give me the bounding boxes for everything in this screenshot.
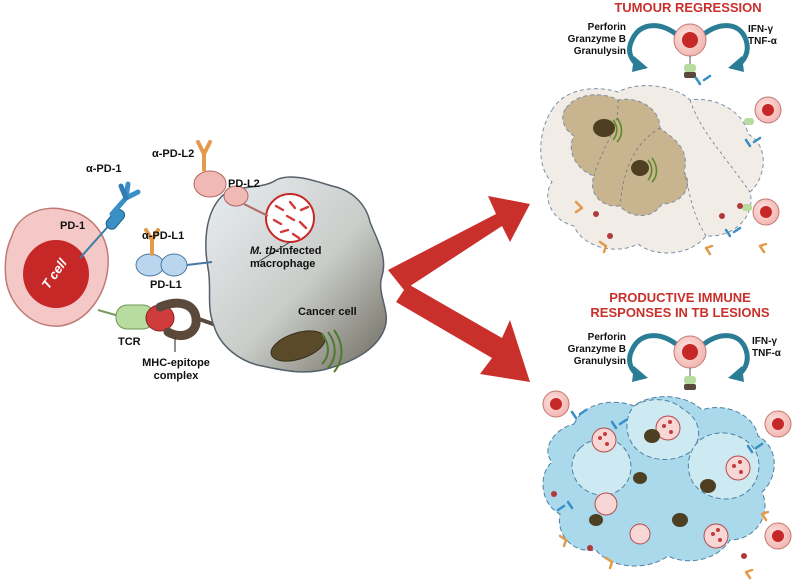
bottom-left-mediator-3: Granulysin <box>573 356 626 367</box>
mhc-epitope <box>145 298 232 352</box>
top-antibodies <box>574 200 768 256</box>
alpha-pd1-antibody <box>109 181 141 217</box>
tb-lesions-heading-line2: RESPONSES IN TB LESIONS <box>590 305 770 320</box>
top-tcell <box>673 23 707 78</box>
cancer-nucleus <box>270 329 343 373</box>
top-left-mediator-3: Granulysin <box>573 46 626 57</box>
mtb-rest: -infected <box>275 245 322 257</box>
tb-nuclei <box>589 429 716 527</box>
bottom-right-mediator-2: TNF-α <box>752 348 781 359</box>
top-pd1-receptors <box>694 74 762 238</box>
alpha-pd1-label: α-PD-1 <box>86 163 122 175</box>
alpha-pdl2-label: α-PD-L2 <box>152 148 195 160</box>
tumour-regression-heading: TUMOUR REGRESSION <box>614 0 762 15</box>
bottom-tcell-right-2 <box>764 522 792 550</box>
tcell <box>4 207 109 327</box>
pdl1-ligand <box>135 253 213 277</box>
tumour-tissue <box>540 85 764 254</box>
cancer-cell-label: Cancer cell <box>298 306 357 318</box>
macrophage-label: macrophage <box>250 258 316 270</box>
mhc-label-line1: MHC-epitope <box>142 357 210 369</box>
bottom-tcell-left <box>542 390 570 418</box>
top-tcell-right-2 <box>742 198 780 226</box>
tb-lesions-heading-line1: PRODUCTIVE IMMUNE <box>609 290 751 305</box>
top-left-mediator-2: Granzyme B <box>567 34 626 45</box>
bottom-left-mediator-2: Granzyme B <box>567 344 626 355</box>
mtb-italic: M. tb <box>250 245 276 257</box>
alpha-pdl1-antibody <box>144 228 160 256</box>
alpha-pdl1-label: α-PD-L1 <box>142 230 185 242</box>
arrow-to-tumour-regression <box>388 196 530 290</box>
mtb-vacuole <box>265 193 315 243</box>
bottom-pd1-receptors <box>556 408 764 512</box>
macrophage-cell <box>205 176 387 373</box>
pdl2-label: PD-L2 <box>228 178 260 190</box>
pdl2-ligand <box>193 170 269 217</box>
top-left-mediator-1: Perforin <box>587 22 626 33</box>
pd1-label: PD-1 <box>60 220 86 232</box>
tb-mtb-clusters <box>591 415 751 549</box>
tcell-nucleus <box>23 240 89 308</box>
arrow-to-tb-lesions <box>396 284 530 382</box>
bottom-tcell <box>673 335 707 390</box>
mhc-label-line2: complex <box>153 370 199 382</box>
top-tcell-right-1 <box>744 96 782 125</box>
mtb-infected-label: M. tb-infected <box>250 245 322 257</box>
bottom-right-mediator-1: IFN-γ <box>752 336 777 347</box>
bottom-antibodies <box>558 510 770 580</box>
bottom-left-mediator-1: Perforin <box>587 332 626 343</box>
top-right-mediator-2: TNF-α <box>748 36 777 47</box>
top-right-mediator-1: IFN-γ <box>748 24 773 35</box>
tcr-label: TCR <box>118 336 141 348</box>
pdl1-label: PD-L1 <box>150 279 182 291</box>
bottom-tcell-right-1 <box>764 410 792 438</box>
top-receptor-dots <box>593 203 743 239</box>
bottom-receptor-dots <box>551 491 747 559</box>
alpha-pdl2-antibody <box>196 140 212 172</box>
